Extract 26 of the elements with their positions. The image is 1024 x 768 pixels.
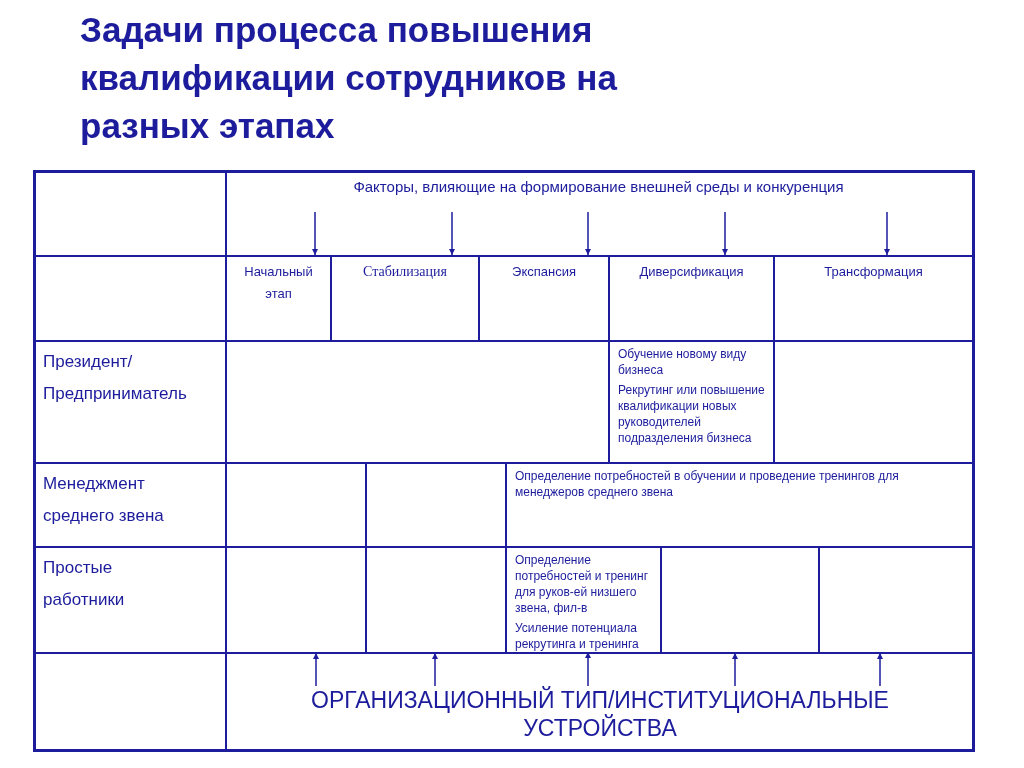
cell-text: Определение потребностей и тренинг для руков-ей низшего звена, фил-в xyxy=(515,552,650,616)
cell-text: Диверсификация xyxy=(638,263,745,281)
arrow xyxy=(732,652,738,687)
cell-text: Президент/ Предприниматель xyxy=(43,351,188,405)
cell-text: Рекрутинг или повышение квалификации новых руководителей подразделения бизнеса xyxy=(618,382,765,446)
cell-text: Определение потребностей в обучении и проведение тренингов для менеджеров среднего звена xyxy=(515,468,900,500)
cell-text: ОРГАНИЗАЦИОННЫЙ ТИП/ИНСТИТУЦИОНАЛЬНЫЕ УСТРОЙСТВА xyxy=(310,686,890,742)
arrow xyxy=(449,211,455,256)
cell-text: Простые работники xyxy=(43,557,126,611)
arrow xyxy=(585,211,591,256)
title: Задачи процесса повышения квалификации сотрудников на разных этапах xyxy=(80,9,619,147)
arrow xyxy=(313,652,319,687)
cell-text: Менеджмент среднего звена xyxy=(43,473,165,527)
cell-text: Обучение новому виду бизнеса xyxy=(618,346,748,378)
arrow xyxy=(722,211,728,256)
arrow xyxy=(585,651,591,687)
arrow xyxy=(884,211,890,256)
cell-text: Начальный этап xyxy=(243,263,314,303)
arrow xyxy=(432,652,438,687)
cell-text: Стабилизация xyxy=(362,263,448,281)
cell-text: Экспансия xyxy=(511,263,577,281)
cell-text: Трансформация xyxy=(823,263,924,281)
arrow xyxy=(312,211,318,256)
arrow xyxy=(877,652,883,687)
cell-text: Факторы, влияющие на формирование внешней среды и конкуренция xyxy=(352,177,845,197)
cell-text: Усиление потенциала рекрутинга и тренинга xyxy=(515,620,640,652)
